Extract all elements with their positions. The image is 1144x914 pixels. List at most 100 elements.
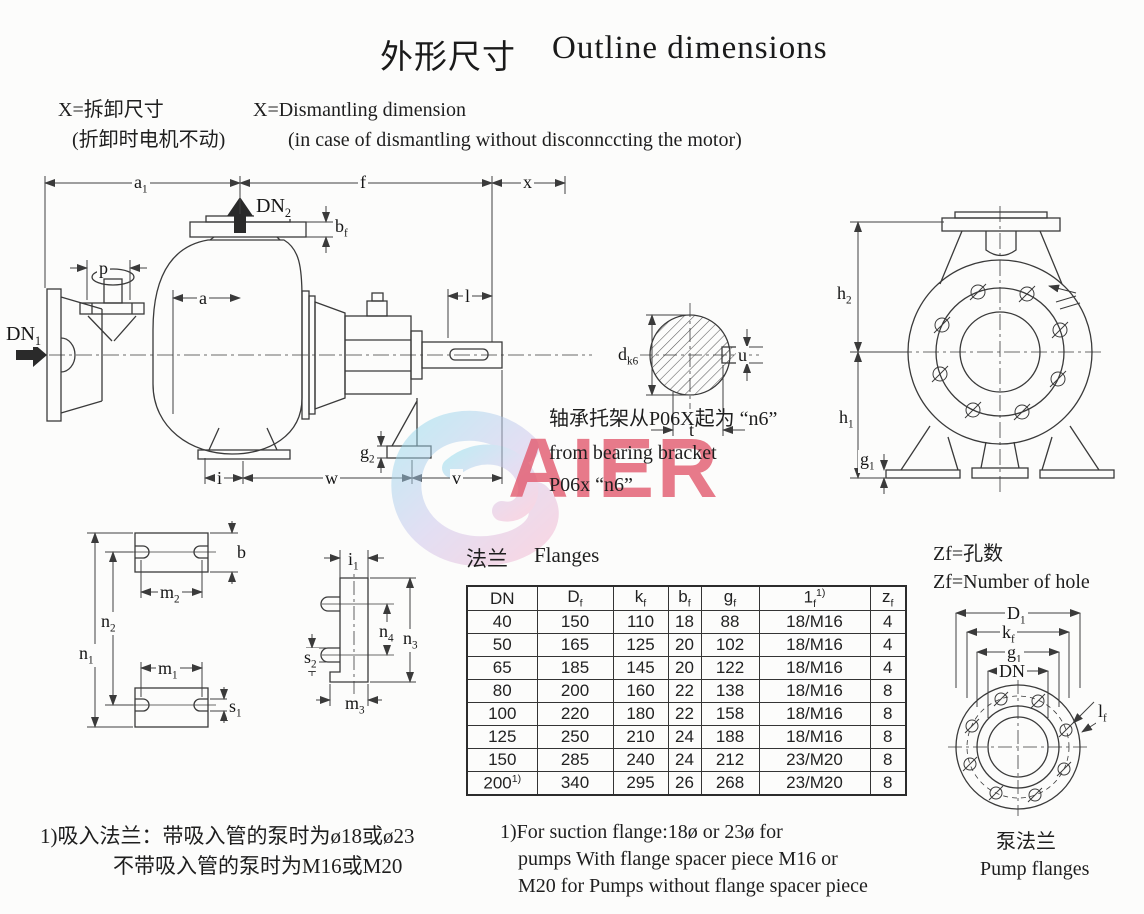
table-cell: 100 — [466, 702, 538, 727]
table-cell: 150 — [536, 610, 614, 635]
column-header: bf — [667, 585, 702, 612]
table-cell: 80 — [466, 679, 538, 704]
table-cell: 268 — [700, 771, 760, 796]
table-cell: 138 — [700, 679, 760, 704]
table-cell: 125 — [612, 633, 669, 658]
table-cell: 20 — [667, 633, 702, 658]
table-cell: 18/M16 — [758, 656, 871, 681]
table-cell: 22 — [667, 679, 702, 704]
legend-zh-line1: X=拆卸尺寸 — [58, 99, 164, 121]
dim-label-u: u — [736, 345, 749, 365]
dim-label-x: x — [521, 172, 534, 192]
footnote-en-line1: 1)For suction flange:18ø or 23ø for — [500, 821, 783, 843]
pump-front-view-drawing — [850, 206, 1115, 496]
table-cell: 26 — [667, 771, 702, 796]
bearing-note-en1: from bearing bracket — [549, 442, 717, 464]
dim-label-w: w — [323, 468, 340, 488]
dim-label-s2: s2 — [302, 647, 319, 671]
table-cell: 188 — [700, 725, 760, 750]
table-cell: 20 — [667, 656, 702, 681]
flanges-heading: 法兰 Flanges — [466, 543, 599, 573]
dim-label-b: b — [235, 542, 248, 562]
pump-flange-caption-en: Pump flanges — [980, 858, 1090, 880]
dim-label-g1-flange: g1 — [1005, 642, 1024, 666]
page-title-zh: 外形尺寸 — [380, 40, 516, 76]
table-cell: 220 — [536, 702, 614, 727]
dim-label-bf: bf — [333, 216, 350, 240]
table-cell: 40 — [466, 610, 538, 635]
dim-label-dk6: dk6 — [616, 344, 641, 368]
dim-label-dn1: DN1 — [4, 323, 44, 348]
bearing-note-zh: 轴承托架从P06X起为 “n6” — [549, 408, 778, 430]
table-cell: 210 — [612, 725, 669, 750]
foot-profile-drawing — [306, 550, 416, 708]
footnote-en-line2: pumps With flange spacer piece M16 or — [518, 848, 838, 870]
dim-label-g2: g2 — [358, 442, 377, 466]
table-cell: 4 — [869, 633, 907, 658]
dim-label-d1: D1 — [1005, 603, 1028, 627]
table-cell: 23/M20 — [758, 748, 871, 773]
table-cell: 2001) — [466, 771, 538, 796]
footnote-zh-line2: 不带吸入管的泵时为M16或M20 — [113, 854, 403, 878]
table-cell: 212 — [700, 748, 760, 773]
dim-label-m2: m2 — [158, 582, 182, 606]
table-cell: 180 — [612, 702, 669, 727]
table-cell: 110 — [612, 610, 669, 635]
pump-flange-caption-zh: 泵法兰 — [996, 831, 1056, 853]
legend-en-line1: X=Dismantling dimension — [253, 99, 466, 121]
footnote-zh-line1: 1)吸入法兰：带吸入管的泵时为ø18或ø23 — [40, 824, 415, 848]
table-cell: 18 — [667, 610, 702, 635]
watermark-text: AIER — [508, 421, 721, 515]
dim-label-dn: DN — [997, 661, 1027, 681]
legend-zh-line2: (折卸时电机不动) — [72, 129, 226, 151]
column-header: kf — [612, 585, 669, 612]
dim-label-n2: n2 — [99, 611, 118, 635]
dim-label-g1-front: g1 — [858, 449, 877, 473]
page-title-en: Outline dimensions — [552, 30, 828, 66]
zf-note-zh: Zf=孔数 — [933, 543, 1004, 565]
zf-note-en: Zf=Number of hole — [933, 571, 1090, 593]
dim-label-p: p — [97, 258, 110, 278]
table-cell: 18/M16 — [758, 702, 871, 727]
dim-label-lf: lf — [1096, 701, 1109, 725]
table-cell: 240 — [612, 748, 669, 773]
table-cell: 150 — [466, 748, 538, 773]
table-cell: 102 — [700, 633, 760, 658]
table-cell: 160 — [612, 679, 669, 704]
column-header: Df — [536, 585, 614, 612]
bearing-note-en2: P06x “n6” — [549, 474, 633, 496]
table-cell: 122 — [700, 656, 760, 681]
table-cell: 165 — [536, 633, 614, 658]
table-cell: 18/M16 — [758, 725, 871, 750]
table-cell: 18/M16 — [758, 610, 871, 635]
table-cell: 340 — [536, 771, 614, 796]
dim-label-h2: h2 — [835, 283, 854, 307]
dim-label-n3: n3 — [401, 628, 420, 652]
table-cell: 24 — [667, 748, 702, 773]
table-cell: 4 — [869, 656, 907, 681]
dim-label-i1: i1 — [346, 549, 361, 573]
table-cell: 8 — [869, 679, 907, 704]
pump-side-view-dimensions — [16, 176, 566, 484]
table-cell: 8 — [869, 748, 907, 773]
table-cell: 18/M16 — [758, 679, 871, 704]
table-cell: 65 — [466, 656, 538, 681]
table-cell: 145 — [612, 656, 669, 681]
dim-label-m1: m1 — [156, 658, 180, 682]
table-cell: 50 — [466, 633, 538, 658]
table-cell: 4 — [869, 610, 907, 635]
table-cell: 88 — [700, 610, 760, 635]
table-cell: 23/M20 — [758, 771, 871, 796]
table-cell: 8 — [869, 725, 907, 750]
table-cell: 125 — [466, 725, 538, 750]
dim-label-n1: n1 — [77, 643, 96, 667]
table-cell: 8 — [869, 702, 907, 727]
flanges-heading-en: Flanges — [534, 543, 600, 567]
